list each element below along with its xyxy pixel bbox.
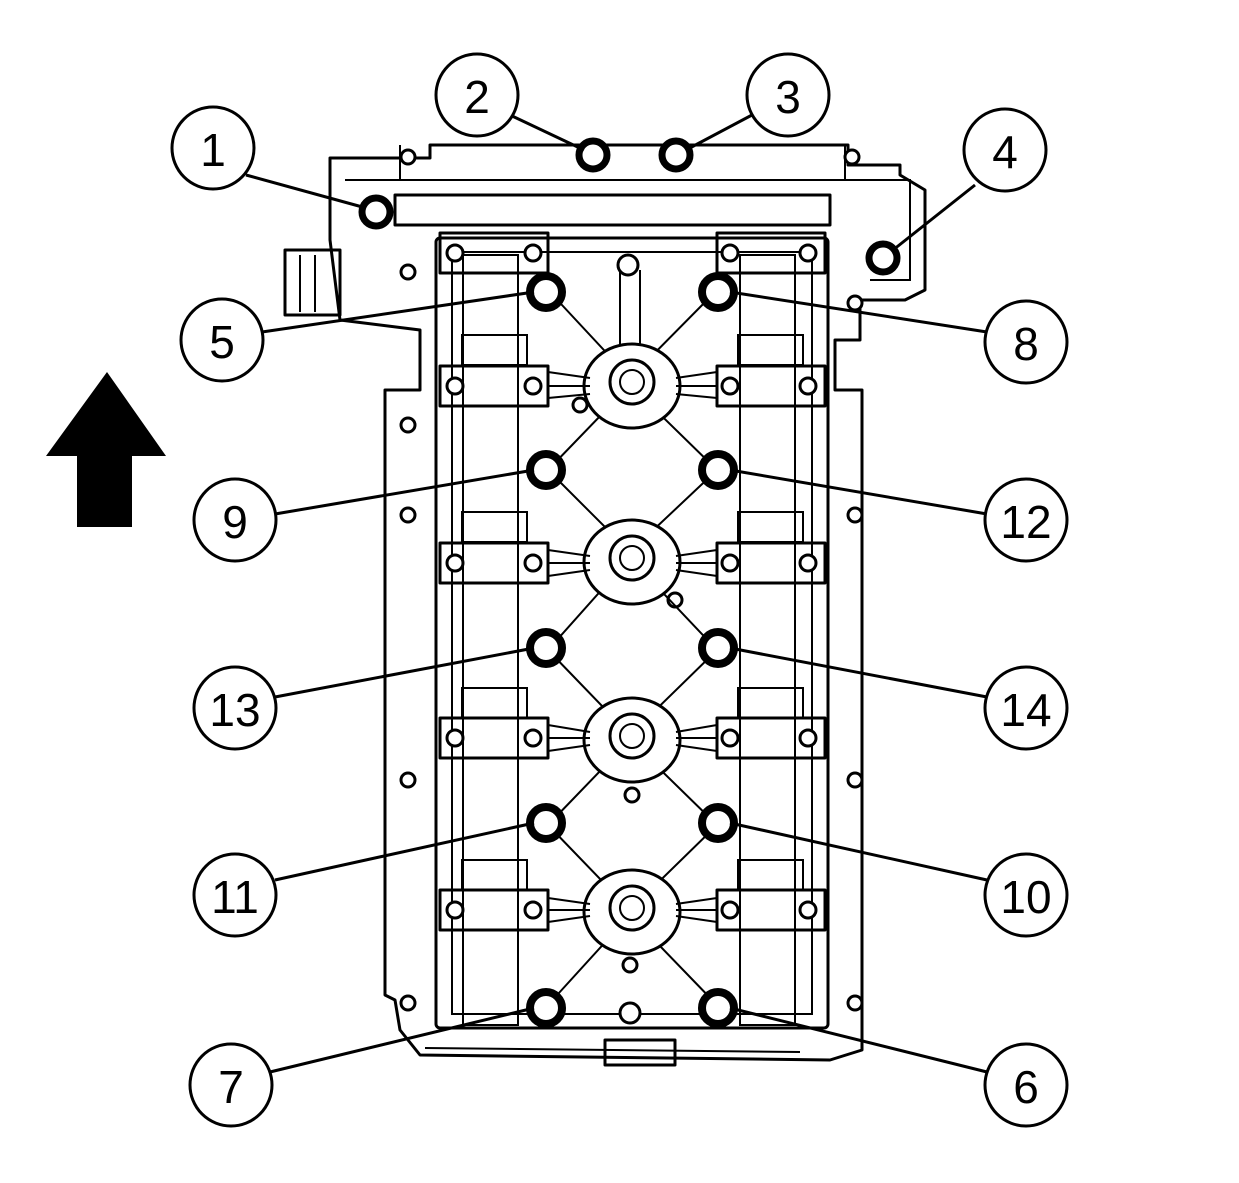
callout-1: 1 <box>170 105 256 191</box>
leader-13 <box>274 646 535 699</box>
callout-label: 11 <box>211 871 259 923</box>
callout-label: 8 <box>1013 318 1039 370</box>
callout-4: 4 <box>962 107 1048 193</box>
head-bolt-10 <box>698 803 738 843</box>
head-bolt-1 <box>358 194 394 230</box>
callout-label: 9 <box>222 496 248 548</box>
head-bolt-7 <box>526 988 566 1028</box>
callout-12: 12 <box>983 477 1069 563</box>
callout-label: 2 <box>464 71 490 123</box>
leader-14 <box>729 646 988 699</box>
leader-10 <box>729 821 988 882</box>
cap-bolts <box>445 243 818 920</box>
callout-label: 6 <box>1013 1061 1039 1113</box>
callout-label: 4 <box>992 126 1018 178</box>
head-bolt-2 <box>575 137 611 173</box>
head-bolt-6 <box>698 988 738 1028</box>
callout-label: 12 <box>1000 496 1051 548</box>
leader-2 <box>509 113 585 152</box>
callout-8: 8 <box>983 299 1069 385</box>
head-bolt-13 <box>526 628 566 668</box>
callout-label: 10 <box>1000 871 1051 923</box>
callout-label: 7 <box>218 1061 244 1113</box>
head-bolt-5 <box>526 272 566 312</box>
callout-9: 9 <box>192 477 278 563</box>
leader-3 <box>685 113 753 152</box>
spark-plug-bosses <box>582 342 682 956</box>
head-bolt-14 <box>698 628 738 668</box>
leader-6 <box>729 1006 988 1074</box>
callout-7: 7 <box>188 1042 274 1128</box>
callout-label: 13 <box>209 684 260 736</box>
callout-6: 6 <box>983 1042 1069 1128</box>
callout-14: 14 <box>983 665 1069 751</box>
callout-label: 3 <box>775 71 801 123</box>
leader-7 <box>269 1006 535 1074</box>
rocker-arms <box>547 371 718 923</box>
leader-5 <box>261 290 535 334</box>
head-bolt-8 <box>698 272 738 312</box>
leader-lines <box>245 113 988 1074</box>
callout-3: 3 <box>745 52 831 138</box>
callout-label: 14 <box>1000 684 1051 736</box>
head-bolt-11 <box>526 803 566 843</box>
head-bolt-4 <box>865 240 901 276</box>
cylinder-head-outline <box>283 143 927 1067</box>
leader-1 <box>245 173 367 210</box>
callout-13: 13 <box>192 665 278 751</box>
head-bolt-3 <box>658 137 694 173</box>
head-bolt-12 <box>698 450 738 490</box>
leader-11 <box>274 821 535 882</box>
leader-9 <box>274 468 535 516</box>
callout-2: 2 <box>434 52 520 138</box>
callout-label: 5 <box>209 316 235 368</box>
callout-11: 11 <box>192 852 278 938</box>
head-bolts <box>358 137 901 1028</box>
leader-8 <box>729 290 988 334</box>
leader-4 <box>892 183 976 252</box>
callouts: 1 2 3 4 5 6 7 8 <box>170 52 1069 1128</box>
leader-12 <box>729 468 988 516</box>
head-bolt-9 <box>526 450 566 490</box>
callout-10: 10 <box>983 852 1069 938</box>
arrow-up-icon <box>46 372 166 527</box>
callout-label: 1 <box>200 124 226 176</box>
callout-5: 5 <box>179 297 265 383</box>
